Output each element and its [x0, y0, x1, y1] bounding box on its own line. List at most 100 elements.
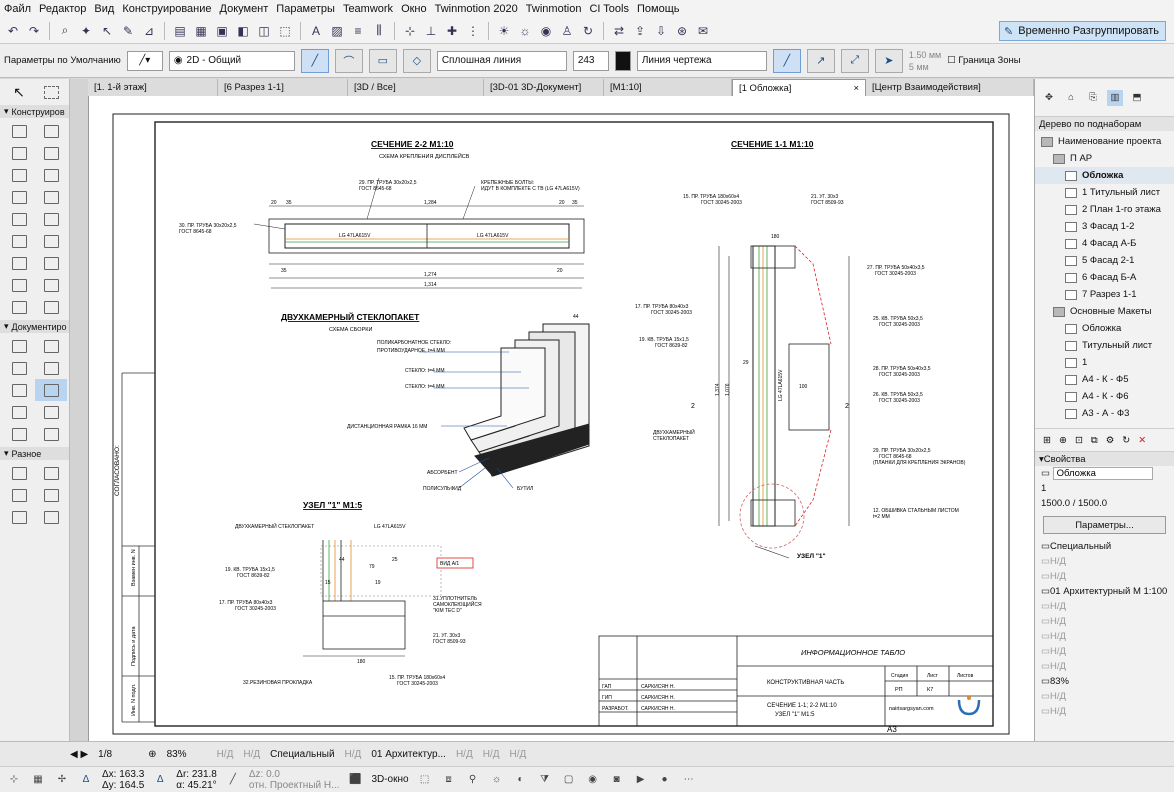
arc-tool[interactable]	[3, 401, 35, 423]
arrow-size-value[interactable]: 1.50	[908, 49, 927, 60]
drawing-tool[interactable]	[3, 423, 35, 445]
tree-item[interactable]: Основные Макеты	[1035, 303, 1174, 320]
camera-tool[interactable]	[3, 484, 35, 506]
filter-icon[interactable]: ⧩	[540, 774, 550, 785]
view-map-icon[interactable]: ⎘	[1089, 92, 1097, 103]
polyline-button[interactable]: ⌒	[334, 48, 363, 73]
label-tool[interactable]	[35, 357, 67, 379]
dimension-tool[interactable]	[3, 335, 35, 357]
distribute-icon[interactable]: ⫼	[376, 23, 382, 37]
new-master-icon[interactable]: ⊡	[1074, 434, 1083, 446]
object-tool[interactable]	[3, 274, 35, 296]
figure-tool[interactable]	[35, 423, 67, 445]
box-icon[interactable]: ⬚	[419, 774, 430, 785]
view-mode-select[interactable]: ◉ 2D - Общий	[168, 50, 295, 71]
arrow-type-button[interactable]: ➤	[874, 48, 903, 73]
menu-item[interactable]: Файл	[4, 3, 32, 15]
sun-icon[interactable]: ☼	[491, 774, 502, 785]
hatch-icon[interactable]: ▨	[331, 23, 343, 38]
special-value[interactable]: Специальный	[270, 748, 335, 760]
menu-item[interactable]: CI Tools	[589, 3, 629, 15]
pen-number-field[interactable]: 243	[572, 50, 609, 71]
property-row[interactable]: ▭ Н/Д	[1035, 644, 1174, 659]
temp-ungroup-button[interactable]: ✎ Временно Разгруппировать	[999, 21, 1166, 41]
tab-detail[interactable]: [M1:10]	[604, 79, 732, 96]
spline-tool[interactable]	[35, 462, 67, 484]
pointer-icon[interactable]: ↖	[101, 23, 113, 38]
menu-item[interactable]: Окно	[401, 3, 427, 15]
line-style-picker[interactable]: ╱▾	[126, 50, 163, 71]
structure-value[interactable]: Н/Д	[482, 748, 500, 760]
3d-icon[interactable]: ⬚	[279, 23, 291, 38]
slab-tool[interactable]	[35, 142, 67, 164]
pan-icon[interactable]: ✥	[1045, 92, 1053, 103]
stair-tool[interactable]	[3, 186, 35, 208]
property-row[interactable]: ▭ 83%	[1035, 674, 1174, 689]
send-icon[interactable]: ⇪	[634, 23, 646, 38]
menu-item[interactable]: Вид	[94, 3, 115, 15]
tab-collab-center[interactable]: [Центр Взаимодействия]	[866, 79, 1034, 96]
reserve-icon[interactable]: ⊛	[676, 23, 688, 38]
line-tool[interactable]	[35, 379, 67, 401]
tree-item[interactable]: 5 Фасад 2-1	[1035, 252, 1174, 269]
toolbox-section-header[interactable]: ▾ Конструиров	[0, 105, 69, 118]
rectangle-button[interactable]: ▭	[368, 48, 397, 73]
more-icon[interactable]: ⋯	[683, 774, 694, 785]
hotspot-tool[interactable]	[3, 462, 35, 484]
undo-icon[interactable]: ↶	[7, 23, 19, 38]
pen-name-select[interactable]: Линия чертежа	[636, 50, 767, 71]
record-icon[interactable]: ●	[661, 774, 668, 785]
menu-item[interactable]: Документ	[219, 3, 269, 15]
origin-icon[interactable]: ✢	[57, 774, 67, 785]
elevation-tool[interactable]	[3, 506, 35, 528]
syringe-icon[interactable]: ⊿	[143, 23, 155, 38]
menu-item[interactable]: Teamwork	[342, 3, 394, 15]
explore-icon[interactable]: ⚲	[468, 774, 477, 785]
property-row[interactable]: ▭ Н/Д	[1035, 614, 1174, 629]
menu-item[interactable]: Twinmotion 2020	[434, 3, 518, 15]
arrow-length-value[interactable]: 5	[908, 61, 914, 72]
eye-icon[interactable]: ◉	[588, 774, 597, 785]
3d-window-icon[interactable]: ⬛	[349, 774, 362, 785]
property-row[interactable]: ▭ Н/Д	[1035, 629, 1174, 644]
grid-icon[interactable]: ▦	[33, 774, 43, 785]
refresh-icon[interactable]: ↻	[1122, 434, 1131, 446]
text-tool-icon[interactable]: A	[311, 23, 320, 38]
undo-zoom-icon[interactable]: ◀ ▶	[70, 748, 89, 760]
scale-value[interactable]: 01 Архитектур...	[371, 748, 446, 760]
grid-icon[interactable]: ▦	[195, 23, 207, 38]
property-row[interactable]: ▭ Н/Д	[1035, 569, 1174, 584]
property-row[interactable]: ▭ 01 Архитектурный М 1:100	[1035, 584, 1174, 599]
rotation-value[interactable]: Н/Д	[216, 748, 234, 760]
fill-tool[interactable]	[3, 379, 35, 401]
curtain-wall-tool[interactable]	[3, 230, 35, 252]
property-row[interactable]: ▭ Специальный	[1035, 539, 1174, 554]
text-tool[interactable]	[3, 357, 35, 379]
pen-color-swatch[interactable]	[614, 50, 631, 71]
camera-icon[interactable]: ◙	[613, 774, 620, 785]
zone-tool[interactable]	[35, 208, 67, 230]
menu-item[interactable]: Помощь	[636, 3, 680, 15]
arrow-end-button[interactable]: ↗	[806, 48, 835, 73]
tab-section[interactable]: [6 Разрез 1-1]	[218, 79, 348, 96]
layout-number-row[interactable]: 1	[1035, 481, 1174, 496]
align-icon[interactable]: ≡	[354, 23, 362, 38]
layout-canvas[interactable]: СОГЛАСОВАНО: Взамен инв. N Подпись и дат…	[88, 96, 1034, 741]
clone-icon[interactable]: ⧉	[1090, 434, 1098, 446]
renovation-value[interactable]: Н/Д	[455, 748, 473, 760]
lamp-tool[interactable]	[35, 274, 67, 296]
project-map-icon[interactable]: ⌂	[1068, 92, 1074, 103]
roof-tool[interactable]	[3, 164, 35, 186]
worksheet-tool[interactable]	[35, 506, 67, 528]
magic-wand-icon[interactable]: ✦	[80, 23, 92, 38]
find-select-icon[interactable]: ⌕	[61, 23, 69, 37]
railing-tool[interactable]	[35, 186, 67, 208]
tree-item[interactable]: Наименование проекта	[1035, 133, 1174, 150]
new-subset-icon[interactable]: ⊕	[1058, 434, 1067, 446]
section-icon[interactable]: ◫	[258, 23, 270, 38]
tree-item[interactable]: А4 - К - Ф6	[1035, 388, 1174, 405]
page-indicator[interactable]: 1/8	[98, 748, 113, 760]
property-row[interactable]: ▭ Н/Д	[1035, 554, 1174, 569]
sun-icon[interactable]: ☼	[519, 23, 531, 38]
